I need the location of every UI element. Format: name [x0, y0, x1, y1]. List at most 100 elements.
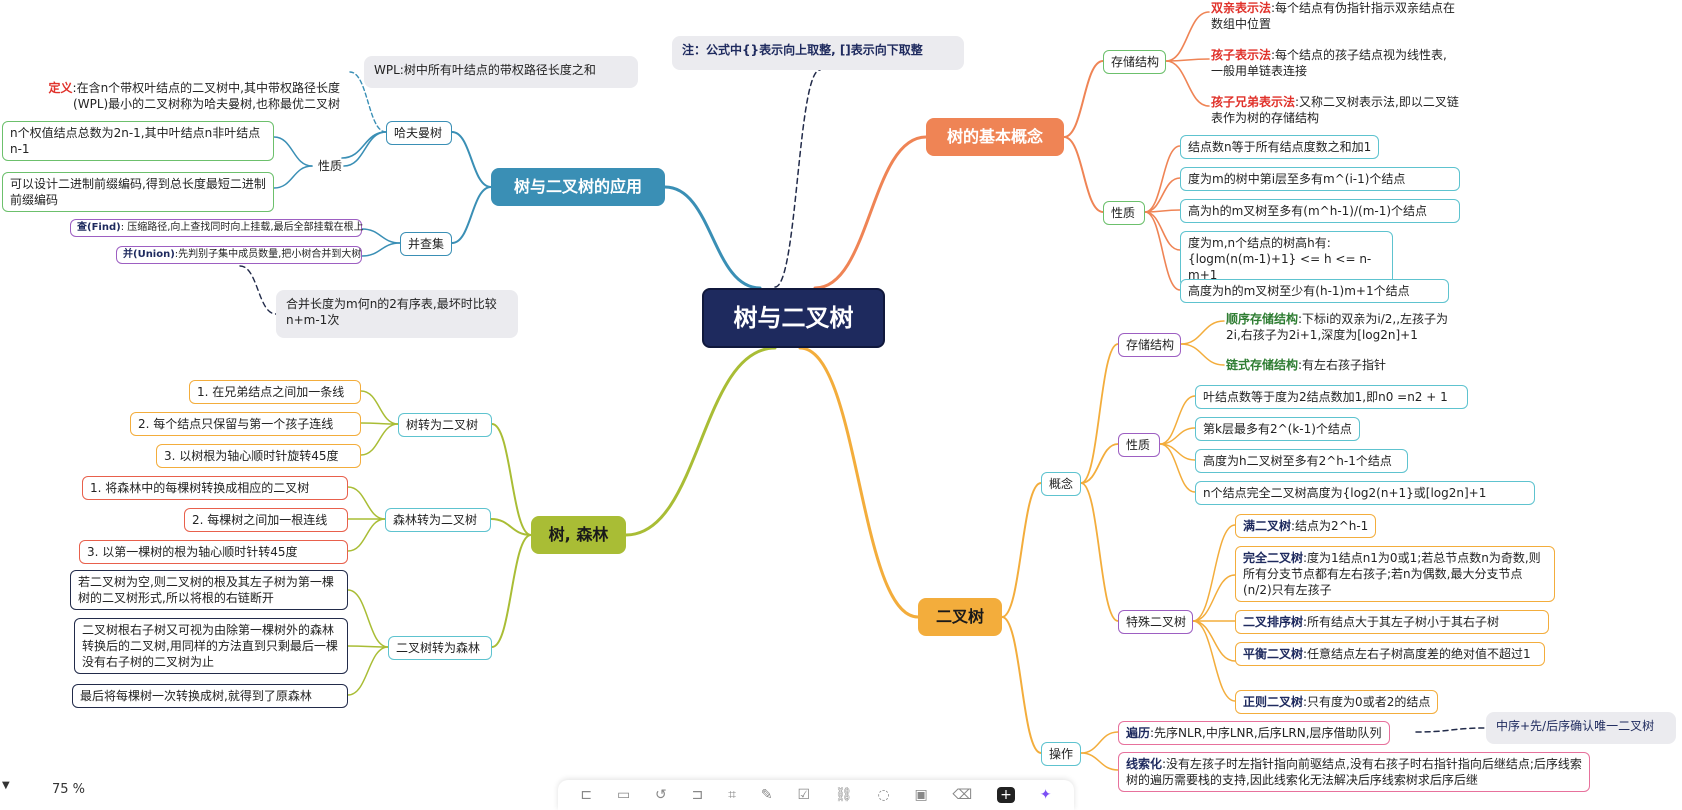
text: 结点数n等于所有结点度数之和加1	[1188, 140, 1372, 154]
basic-prop-item: 高为h的m叉树至多有(m^h-1)/(m-1)个结点	[1180, 199, 1460, 223]
text: n个权值结点总数为2n-1,其中叶结点n非叶结点n-1	[10, 126, 261, 156]
binary-ops-node[interactable]: 操作	[1041, 742, 1081, 766]
text: 2. 每棵树之间加一根连线	[192, 513, 328, 527]
node-label: 性质	[1111, 206, 1136, 220]
t2b-item: 1. 在兄弟结点之间加一条线	[189, 380, 361, 404]
forest-to-binary-node[interactable]: 森林转为二叉树	[385, 508, 491, 532]
op-note[interactable]: 中序+先/后序确认唯一二叉树	[1486, 712, 1676, 744]
f2b-item: 3. 以第一棵树的根为轴心顺时针转45度	[79, 540, 348, 564]
summary-icon[interactable]: ⊐	[691, 787, 704, 803]
root-node[interactable]: 树与二叉树	[702, 288, 885, 348]
f2b-item: 2. 每棵树之间加一根连线	[184, 508, 348, 532]
comment-icon[interactable]: ◌	[877, 787, 890, 803]
huffman-node[interactable]: 哈夫曼树	[386, 121, 452, 145]
clear-icon[interactable]: ⌫	[952, 787, 973, 803]
keyword: 并(Union)	[123, 249, 175, 260]
text: :在含n个带权叶结点的二叉树中,其中带权路径长度(WPL)最小的二叉树称为哈夫曼…	[72, 81, 340, 111]
basic-storage-item: 孩子兄弟表示法:又称二叉树表示法,即以二叉链表作为树的存储结构	[1209, 94, 1471, 126]
text: :先序NLR,中序LNR,后序LRN,层序借助队列	[1150, 726, 1382, 740]
wpl-note[interactable]: WPL:树中所有叶结点的带权路径长度之和	[364, 56, 638, 88]
link-icon[interactable]: ⛓	[834, 787, 853, 803]
binary-prop-item: n个结点完全二叉树高度为{log2(n+1}或[log2n]+1	[1195, 481, 1535, 505]
text: :又称二叉树表示法,即以二叉链表作为树的存储结构	[1211, 95, 1459, 125]
insert-icon[interactable]: +	[997, 787, 1015, 803]
special-item: 二叉排序树:所有结点大于其左子树小于其右子树	[1235, 610, 1549, 634]
binary-storage-item: 顺序存储结构:下标i的双亲为i/2,,左孩子为2i,右孩子为2i+1,深度为[l…	[1224, 311, 1464, 343]
huffman-props-node[interactable]: 性质	[316, 158, 344, 174]
node-label: 操作	[1049, 747, 1074, 761]
boundary-icon[interactable]: ⌗	[728, 787, 737, 803]
text: :所有结点大于其左子树小于其右子树	[1303, 615, 1500, 629]
t2b-item: 3. 以树根为轴心顺时针旋转45度	[156, 444, 361, 468]
text: 度为m,n个结点的树高h有: {logm(n(m-1)+1} <= h <= n…	[1188, 236, 1372, 282]
keyword: 二叉排序树	[1243, 615, 1304, 629]
node-label: 并查集	[408, 237, 445, 251]
union-find-node[interactable]: 并查集	[400, 232, 452, 256]
text: 第k层最多有2^(k-1)个结点	[1203, 422, 1352, 436]
union-item: 并(Union):先判别子集中成员数量,把小树合并到大树	[116, 246, 362, 264]
basic-storage-node[interactable]: 存储结构	[1103, 50, 1166, 74]
binary-special-node[interactable]: 特殊二叉树	[1118, 610, 1193, 634]
text: 2. 每个结点只保留与第一个孩子连线	[138, 417, 334, 431]
text: 1. 将森林中的每棵树转换成相应的二叉树	[90, 481, 310, 495]
text: 二叉树根右子树又可视为由除第一棵树外的森林转换后的二叉树,用同样的方法直到只剩最…	[82, 623, 338, 669]
text: : 压缩路径,向上查找同时向上挂载,最后全部挂载在根上	[120, 222, 364, 233]
op-item-threading: 线索化:没有左孩子时左指针指向前驱结点,没有右孩子时右指针指向后继结点;后序线索…	[1118, 752, 1590, 792]
special-item: 平衡二叉树:任意结点左右子树高度差的绝对值不超过1	[1235, 642, 1545, 666]
binary-props-node[interactable]: 性质	[1118, 433, 1160, 457]
note-text: 注：公式中{}表示向上取整, []表示向下取整	[682, 43, 923, 57]
ai-sparkle-icon[interactable]: ✦	[1039, 787, 1052, 803]
branch-basic-concepts[interactable]: 树的基本概念	[926, 118, 1064, 156]
text: n个结点完全二叉树高度为{log2(n+1}或[log2n]+1	[1203, 486, 1487, 500]
branch-applications[interactable]: 树与二叉树的应用	[491, 168, 665, 206]
node-label: 存储结构	[1126, 338, 1175, 352]
image-icon[interactable]: ▣	[914, 787, 928, 803]
note-text: 中序+先/后序确认唯一二叉树	[1496, 719, 1655, 733]
formula-note[interactable]: 注：公式中{}表示向上取整, []表示向下取整	[672, 36, 964, 70]
subtopic-icon[interactable]: ⊏	[580, 787, 593, 803]
bottom-toolbar: ⊏ ▭ ↺ ⊐ ⌗ ✎ ☑ ⛓ ◌ ▣ ⌫ + ✦	[558, 780, 1074, 810]
binary-storage-node[interactable]: 存储结构	[1118, 333, 1181, 357]
b2f-item: 最后将每棵树一次转换成树,就得到了原森林	[72, 684, 348, 708]
branch-binary-tree[interactable]: 二叉树	[918, 598, 1002, 636]
text: 高为h的m叉树至多有(m^h-1)/(m-1)个结点	[1188, 204, 1428, 218]
binary-to-forest-node[interactable]: 二叉树转为森林	[388, 636, 492, 660]
branch-forest[interactable]: 树, 森林	[531, 516, 626, 554]
basic-props-node[interactable]: 性质	[1103, 201, 1145, 225]
binary-prop-item: 叶结点数等于度为2结点数加1,即n0 =n2 + 1	[1195, 385, 1468, 409]
node-label: 哈夫曼树	[394, 126, 443, 140]
basic-storage-item: 孩子表示法:每个结点的孩子结点视为线性表,一般用单链表连接	[1209, 47, 1459, 79]
note-icon[interactable]: ✎	[760, 787, 773, 803]
task-icon[interactable]: ☑	[797, 787, 810, 803]
basic-prop-item: 结点数n等于所有结点度数之和加1	[1180, 135, 1380, 159]
text: 若二叉树为空,则二叉树的根及其左子树为第一棵树的二叉树形式,所以将根的右链断开	[78, 575, 334, 605]
keyword: 定义	[48, 81, 73, 95]
branch-label: 二叉树	[935, 607, 984, 626]
text: :任意结点左右子树高度差的绝对值不超过1	[1303, 647, 1531, 661]
keyword: 双亲表示法	[1211, 1, 1272, 15]
tree-to-binary-node[interactable]: 树转为二叉树	[398, 413, 492, 437]
merge-note[interactable]: 合并长度为m何n的2有序表,最坏时比较n+m-1次	[276, 290, 518, 338]
huffman-definition: 定义:在含n个带权叶结点的二叉树中,其中带权路径长度(WPL)最小的二叉树称为哈…	[22, 80, 342, 112]
keyword: 顺序存储结构	[1226, 312, 1299, 326]
binary-concept-node[interactable]: 概念	[1041, 472, 1081, 496]
special-item: 完全二叉树:度为1结点n1为0或1;若总节点数n为奇数,则所有分支节点都有左右孩…	[1235, 546, 1555, 602]
text: 叶结点数等于度为2结点数加1,即n0 =n2 + 1	[1203, 390, 1448, 404]
node-label: 二叉树转为森林	[396, 641, 481, 655]
keyword: 满二叉树	[1243, 519, 1292, 533]
topic-icon[interactable]: ▭	[616, 787, 631, 803]
text: 最后将每棵树一次转换成树,就得到了原森林	[80, 689, 312, 703]
keyword: 查(Find)	[77, 222, 121, 233]
zoom-control[interactable]: ▼ 75 %	[0, 778, 120, 798]
keyword: 线索化	[1126, 757, 1163, 771]
note-text: 合并长度为m何n的2有序表,最坏时比较n+m-1次	[286, 297, 497, 327]
text: :度为1结点n1为0或1;若总节点数n为奇数,则所有分支节点都有左右孩子;若n为…	[1243, 551, 1541, 597]
node-label: 性质	[318, 159, 343, 173]
chevron-down-icon[interactable]: ▼	[2, 780, 10, 791]
branch-label: 树的基本概念	[946, 127, 1043, 146]
special-item: 满二叉树:结点为2^h-1	[1235, 514, 1377, 538]
relationship-icon[interactable]: ↺	[655, 787, 667, 803]
text: 3. 以树根为轴心顺时针旋转45度	[164, 449, 339, 463]
keyword: 链式存储结构	[1226, 358, 1299, 372]
text: 度为m的树中第i层至多有m^(i-1)个结点	[1188, 172, 1406, 186]
